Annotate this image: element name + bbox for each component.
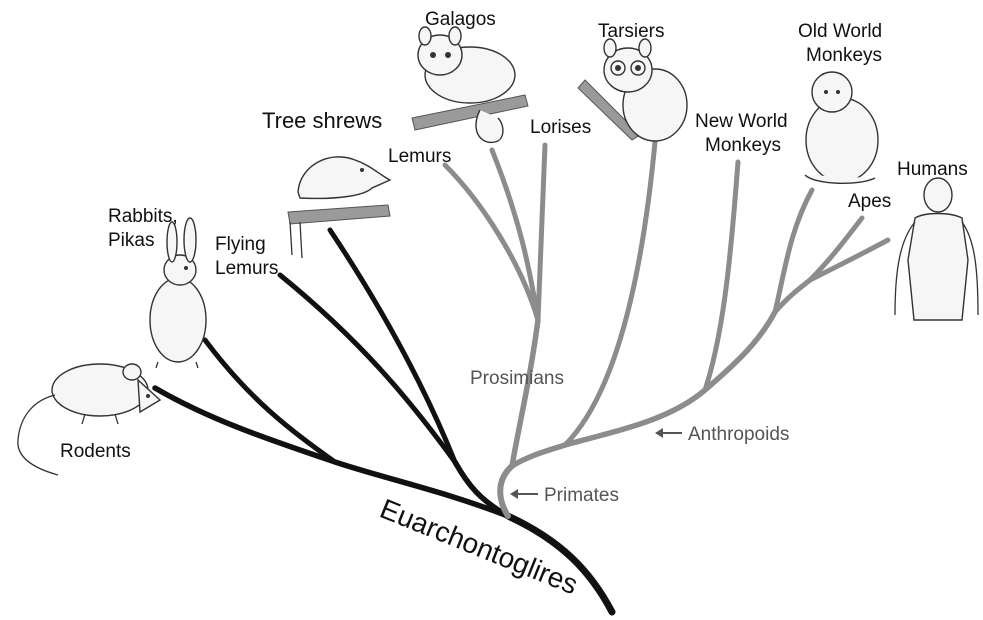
arrow-left-icon [510,489,518,499]
label-humans: Humans [897,159,968,180]
branch-primates-stem [497,463,515,519]
label-old-world-monkeys-line2: Monkeys [806,45,882,66]
branch-tree-shrews [327,227,458,465]
branch-apes [807,215,865,283]
root-trunk [504,512,616,616]
branch-galagos [489,147,541,323]
label-primates: Primates [544,485,619,506]
arrow-left-icon [655,428,663,438]
human-illustration [894,177,979,321]
monkey-illustration [804,71,879,185]
branch-hominoids [772,277,813,315]
label-rodents: Rodents [60,441,131,462]
label-new-world-monkeys-line2: Monkeys [705,135,781,156]
label-old-world-monkeys-line1: Old World [798,21,882,42]
branch-tarsiers [562,139,658,448]
label-euarchontoglires: Euarchontoglires [376,493,582,600]
primates-pointer: Primates [510,485,619,506]
branch-new-world-monkeys [702,159,741,393]
branch-old-world-monkeys [772,187,815,315]
tree-shrew-illustration [287,156,392,259]
tarsier-illustration [577,38,688,142]
branch-lemurs [442,162,541,323]
galago-illustration [411,26,529,144]
label-lemurs: Lemurs [388,146,451,167]
branch-scandentia-dermoptera [452,459,511,519]
anthropoids-pointer: Anthropoids [655,424,789,445]
branch-prosimians [509,317,541,469]
non-primate-branches [152,227,616,616]
label-rabbits-line1: Rabbits, [108,206,178,227]
label-tarsiers: Tarsiers [598,21,665,42]
label-anthropoids: Anthropoids [688,424,789,445]
primate-branches [442,139,891,519]
label-rabbits-line2: Pikas [108,230,154,251]
branch-lorises [535,142,548,323]
hare-illustration [149,217,207,369]
rat-illustration [17,363,162,476]
label-tree-shrews: Tree shrews [262,108,382,133]
branch-rodents [152,385,511,519]
label-galagos: Galagos [425,9,496,30]
branch-flying-lemurs [277,272,458,465]
label-flying-lemurs-line1: Flying [215,234,266,255]
label-apes: Apes [848,191,891,212]
label-new-world-monkeys-line1: New World [695,111,788,132]
branch-rabbits [202,337,338,465]
branch-humans [807,237,891,283]
label-flying-lemurs-line2: Lemurs [215,258,278,279]
label-lorises: Lorises [530,117,591,138]
branch-haplorhines [509,442,568,469]
label-prosimians: Prosimians [470,368,564,389]
